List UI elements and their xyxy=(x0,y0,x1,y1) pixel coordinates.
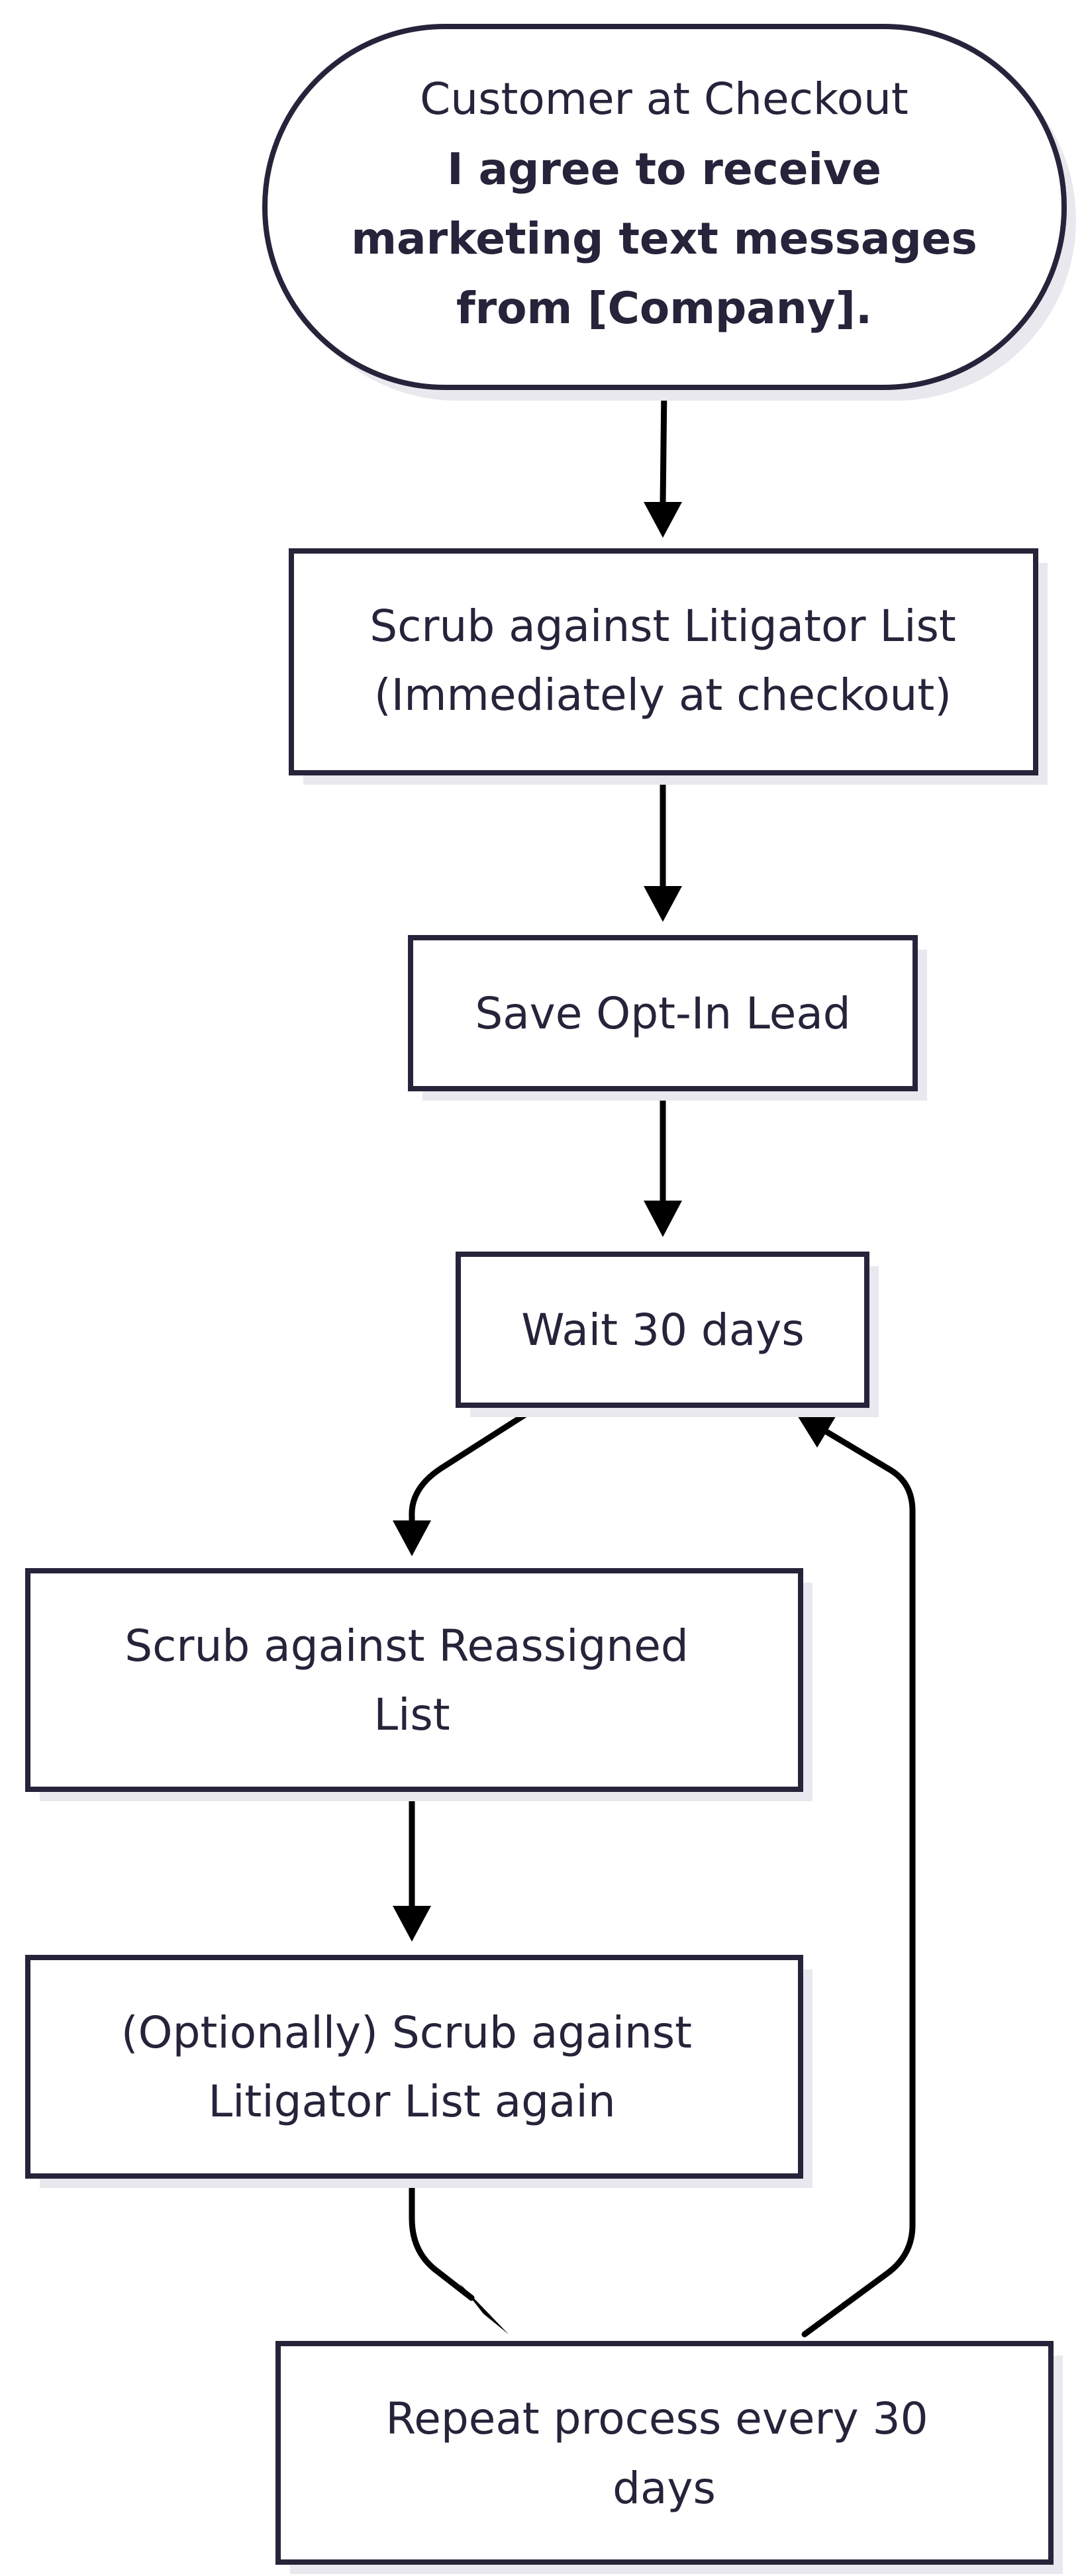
node-repeat-line-2: days xyxy=(613,2463,716,2514)
node-scrub-litigator: Scrub against Litigator List (Immediatel… xyxy=(289,548,1048,785)
node-repeat-line-1: Repeat process every 30 xyxy=(385,2393,928,2444)
node-start: Customer at Checkout I agree to receive … xyxy=(262,24,1076,401)
edge-save-lead-to-wait xyxy=(644,1085,682,1237)
node-start-line-1: Customer at Checkout xyxy=(420,74,909,124)
edge-wait-to-scrub-reassigned xyxy=(393,1401,544,1556)
edge-repeat-to-wait xyxy=(793,1409,916,2338)
node-start-line-3: marketing text messages xyxy=(351,213,977,264)
node-save-lead-line-1: Save Opt-In Lead xyxy=(475,988,850,1039)
node-scrub-litigator-again-line-1: (Optionally) Scrub against xyxy=(121,2007,692,2058)
node-scrub-litigator-line-2: (Immediately at checkout) xyxy=(374,669,952,720)
node-scrub-reassigned-line-1: Scrub against Reassigned xyxy=(124,1620,689,1671)
node-scrub-litigator-again: (Optionally) Scrub against Litigator Lis… xyxy=(25,1955,813,2188)
edge-scrub-litigator-to-save-lead xyxy=(644,768,682,922)
node-scrub-reassigned-line-2: List xyxy=(373,1689,450,1740)
node-save-lead: Save Opt-In Lead xyxy=(408,935,927,1101)
edge-scrub-reassigned-to-scrub-litigator-again xyxy=(393,1785,431,1942)
node-wait: Wait 30 days xyxy=(456,1252,879,1417)
node-scrub-reassigned: Scrub against Reassigned List xyxy=(25,1568,813,1801)
edge-start-to-scrub-litigator xyxy=(644,384,682,538)
node-wait-line-1: Wait 30 days xyxy=(521,1305,804,1356)
node-start-line-2: I agree to receive xyxy=(447,144,881,195)
node-scrub-litigator-again-line-2: Litigator List again xyxy=(208,2076,615,2127)
node-start-line-4: from [Company]. xyxy=(456,283,872,334)
node-scrub-litigator-line-1: Scrub against Litigator List xyxy=(370,601,956,652)
node-repeat: Repeat process every 30 days xyxy=(275,2341,1063,2574)
edges xyxy=(393,384,916,2338)
edge-scrub-litigator-again-to-repeat xyxy=(409,2172,509,2334)
